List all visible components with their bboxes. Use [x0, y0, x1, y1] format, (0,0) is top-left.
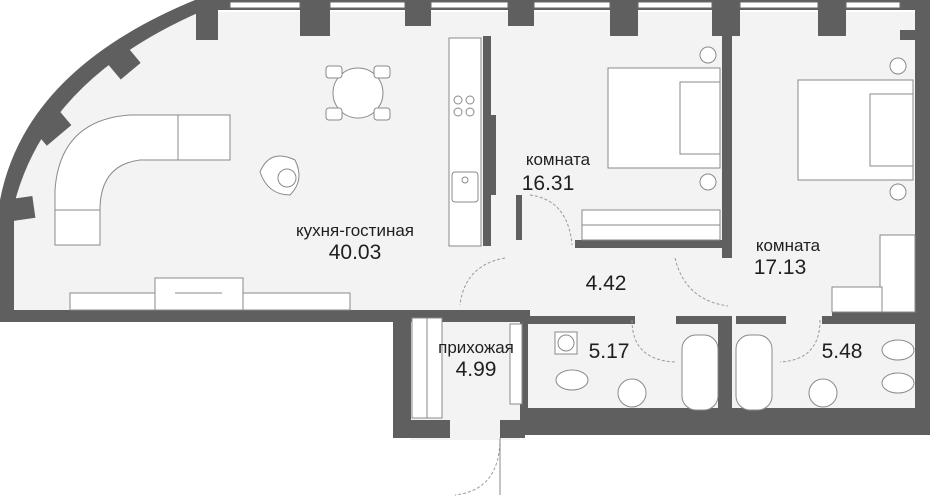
room-area-hall: 4.42	[586, 272, 627, 295]
room-area-living: 40.03	[329, 241, 382, 264]
room-name-bedroom1: комната	[526, 150, 591, 169]
tv-unit	[69, 277, 351, 311]
windows	[229, 1, 901, 9]
room-area-entry: 4.99	[456, 358, 497, 381]
room-labels: кухня-гостиная 40.03 комната 16.31 комна…	[296, 150, 862, 381]
bedroom1-furniture	[581, 46, 721, 241]
kitchen-counter	[448, 37, 496, 247]
room-area-bedroom1: 16.31	[522, 172, 575, 195]
armchair	[259, 155, 300, 196]
dining-table	[325, 65, 391, 121]
sofa	[54, 114, 231, 246]
bedroom2-furniture	[797, 57, 916, 313]
room-name-bedroom2: комната	[756, 236, 821, 255]
room-name-living: кухня-гостиная	[296, 221, 414, 240]
bathroom1-fixtures	[554, 331, 719, 411]
door-swings	[454, 194, 821, 496]
bathroom2-fixtures	[735, 334, 915, 411]
room-area-bath1: 5.17	[589, 340, 630, 363]
room-area-bath2: 5.48	[822, 340, 863, 363]
entry-wardrobes	[411, 317, 523, 419]
room-area-bedroom2: 17.13	[754, 256, 807, 279]
room-name-entry: прихожая	[438, 338, 514, 357]
outer-walls	[0, 0, 930, 438]
